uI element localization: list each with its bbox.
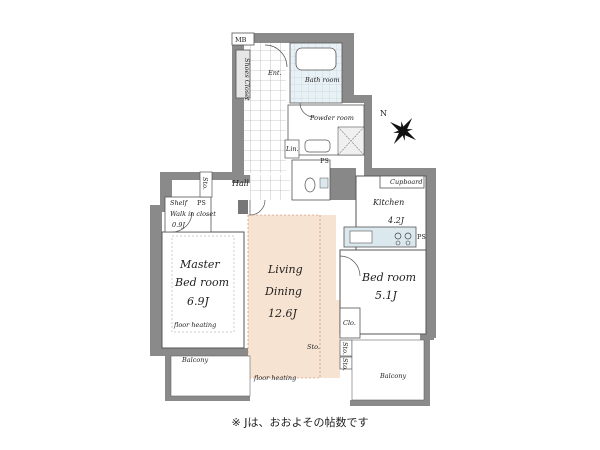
walk-in-closet — [164, 196, 212, 233]
ps-left-label: PS — [197, 199, 206, 207]
master-label-2: Bed room — [174, 276, 229, 289]
cupboard — [379, 175, 425, 189]
shoes-closet — [235, 49, 251, 99]
balcony-left-label: Balcony — [181, 356, 208, 364]
floor-heating-living: floor heating — [253, 374, 296, 382]
meter-box — [231, 32, 255, 46]
sto-bed2-label: Sto. — [341, 358, 349, 371]
balcony-left-area — [170, 355, 251, 397]
bedroom-label: Bed room — [361, 271, 416, 284]
clo-label: Clo. — [343, 319, 356, 327]
master-label-1: Master — [179, 258, 220, 271]
mb-label: MB — [235, 36, 247, 44]
hall-label: Hall — [231, 179, 249, 188]
sto-bed1-label: Sto. — [341, 342, 349, 355]
balcony-right-area — [351, 339, 425, 401]
ps-kitchen-label: PS — [417, 233, 426, 241]
bedroom-size: 5.1J — [375, 289, 397, 302]
floor-heating-master: floor heating — [173, 321, 216, 329]
master-bedroom — [161, 231, 245, 349]
cupboard-label: Cupboard — [390, 178, 423, 186]
linen-closet — [284, 139, 300, 159]
exterior-walls — [150, 33, 436, 406]
bedroom-closet — [339, 307, 361, 339]
walkin-label: Walk in closet — [170, 210, 216, 218]
ps-top-label: PS — [320, 157, 329, 165]
bath-label: Bath room — [304, 76, 340, 84]
shoes-closet-label: Shoes Closet — [243, 58, 251, 101]
kitchen-label: Kitchen — [372, 198, 404, 207]
compass-icon — [389, 117, 417, 145]
hall-floor — [244, 43, 286, 173]
living-label-2: Dining — [264, 285, 302, 298]
linen-label: Lin. — [285, 145, 299, 153]
entrance-label: Ent. — [267, 69, 282, 77]
sto-hall-label: Sto. — [201, 177, 209, 190]
living-label-1: Living — [267, 263, 303, 276]
door-swings — [171, 44, 361, 277]
kitchen-size: 4.2J — [387, 216, 405, 225]
powder-label: Powder room — [309, 114, 354, 122]
master-size: 6.9J — [187, 295, 209, 308]
footnote: ※ Jは、おおよその帖数です — [231, 416, 369, 429]
sto-living-label: Sto. — [307, 343, 320, 351]
living-dining-floor-lower — [248, 300, 340, 378]
walkin-size: 0.9J — [172, 221, 185, 229]
shelf-label: Shelf — [170, 199, 189, 207]
living-size: 12.6J — [268, 307, 297, 320]
compass-north-label: N — [380, 109, 387, 118]
balcony-right-label: Balcony — [379, 372, 406, 380]
